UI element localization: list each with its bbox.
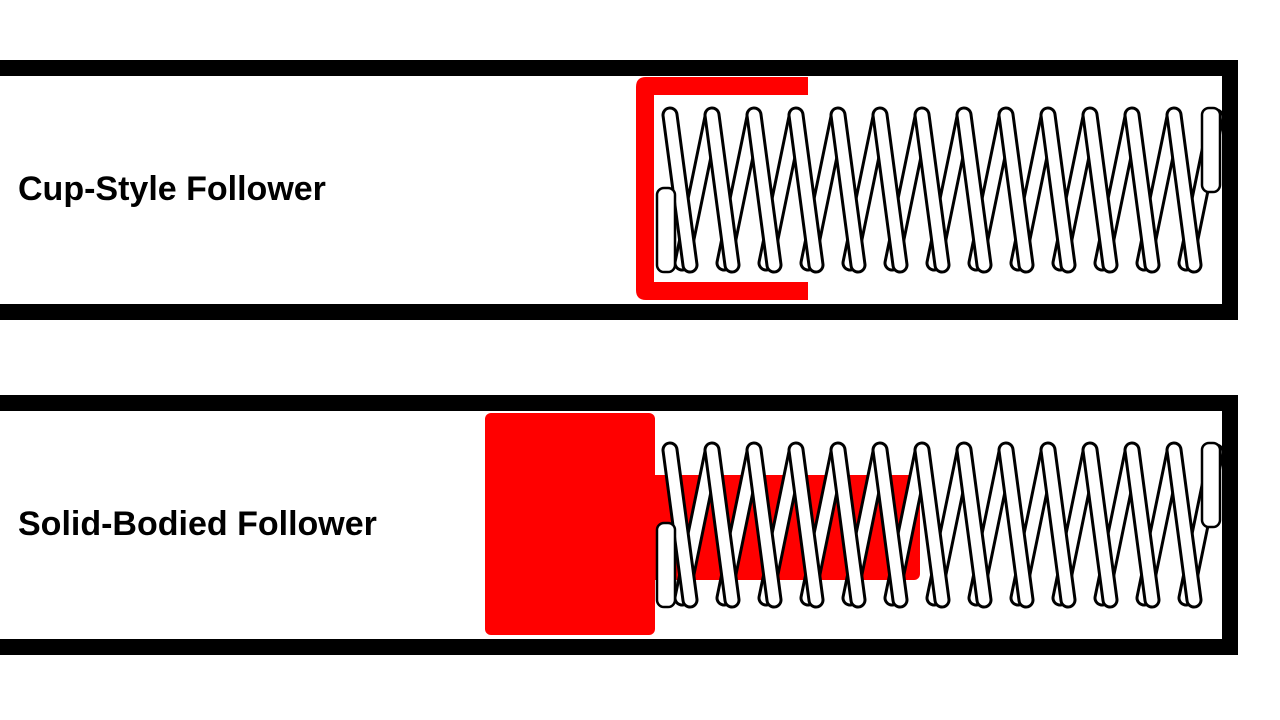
magazine-tube xyxy=(0,60,1238,320)
solid-follower-panel: Solid-Bodied Follower xyxy=(0,395,1280,655)
spring-front-strand xyxy=(874,444,906,606)
cup-follower-label: Cup-Style Follower xyxy=(18,170,326,208)
spring-front-strand xyxy=(832,444,864,606)
spring-front-strand xyxy=(1126,109,1158,271)
spring-front-strand xyxy=(1042,444,1074,606)
spring-front-strand xyxy=(748,444,780,606)
spring-front-strand xyxy=(1084,109,1116,271)
spring-front-strand xyxy=(958,444,990,606)
spring-front-strand xyxy=(790,444,822,606)
spring-front-strand xyxy=(1000,109,1032,271)
spring-front-strand xyxy=(1168,109,1200,271)
spring-end-left xyxy=(655,186,677,274)
spring-front-strand xyxy=(916,109,948,271)
spring-front-strand xyxy=(1084,444,1116,606)
spring-front-strand xyxy=(790,109,822,271)
spring-front-strand xyxy=(1042,109,1074,271)
spring-end-right xyxy=(1200,106,1222,194)
spring-front-strand xyxy=(958,109,990,271)
spring-end-left xyxy=(655,521,677,609)
spring-front-strand xyxy=(832,109,864,271)
spring-front-strand xyxy=(748,109,780,271)
spring-end-right xyxy=(1200,441,1222,529)
spring-front-strand xyxy=(1126,444,1158,606)
coil-spring xyxy=(655,441,1225,609)
magazine-tube xyxy=(0,395,1238,655)
spring-front-strand xyxy=(874,109,906,271)
spring-front-strand xyxy=(1000,444,1032,606)
coil-spring xyxy=(655,106,1225,274)
solid-follower-body xyxy=(485,413,655,635)
cup-follower-panel: Cup-Style Follower xyxy=(0,60,1280,320)
solid-follower-label: Solid-Bodied Follower xyxy=(18,505,377,543)
cup-follower xyxy=(636,77,808,300)
spring-front-strand xyxy=(1168,444,1200,606)
spring-front-strand xyxy=(664,109,696,271)
spring-front-strand xyxy=(706,444,738,606)
solid-follower-diagram xyxy=(0,395,1238,655)
spring-front-strand xyxy=(706,109,738,271)
spring-front-strand xyxy=(664,444,696,606)
cup-follower-diagram xyxy=(0,60,1238,320)
spring-front-strand xyxy=(916,444,948,606)
